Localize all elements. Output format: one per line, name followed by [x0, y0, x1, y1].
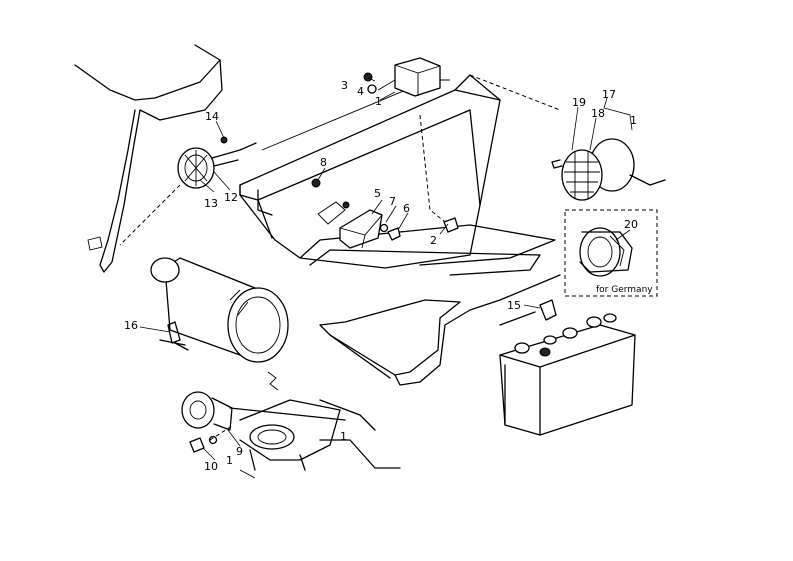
callout-12: 12: [224, 191, 238, 204]
callout-9: 9: [236, 445, 243, 458]
callout-16: 16: [124, 319, 138, 332]
callout-20: 20: [624, 218, 638, 231]
callout-7: 7: [389, 195, 396, 208]
horn: [181, 391, 233, 453]
callout-13: 13: [204, 197, 218, 210]
inset-label: for Germany: [596, 285, 653, 295]
air-cleaner: [150, 257, 289, 363]
lower-frame: [229, 371, 401, 479]
voltage-regulator: [363, 57, 441, 97]
leader-lines: [139, 77, 633, 461]
callout-8: 8: [320, 156, 327, 169]
flasher-relay: [311, 178, 459, 249]
callout-19: 19: [572, 96, 586, 109]
callout-2: 2: [430, 234, 437, 247]
battery: [499, 299, 636, 436]
callout-17: 17: [602, 88, 616, 101]
callout-4: 4: [357, 85, 364, 98]
headlight-left: [119, 136, 257, 246]
callout-6: 6: [403, 202, 410, 215]
worklight: [551, 138, 666, 201]
callout-1-right: 1: [340, 430, 347, 443]
callout-11: 1: [226, 454, 233, 467]
callouts: 1 2 3 4 5 6 7 8 9 10 1 12 13 14 15 16 17…: [124, 79, 653, 473]
fender-outline: [74, 44, 223, 273]
battery-box: [239, 74, 561, 386]
callout-15: 15: [507, 299, 521, 312]
germany-inset: [564, 209, 658, 297]
callout-17-sub: 1: [630, 114, 637, 127]
callout-18: 18: [591, 107, 605, 120]
callout-5: 5: [374, 187, 381, 200]
callout-10: 10: [204, 460, 218, 473]
callout-1: 1: [375, 95, 382, 108]
callout-3: 3: [341, 79, 348, 92]
callout-14: 14: [205, 110, 219, 123]
